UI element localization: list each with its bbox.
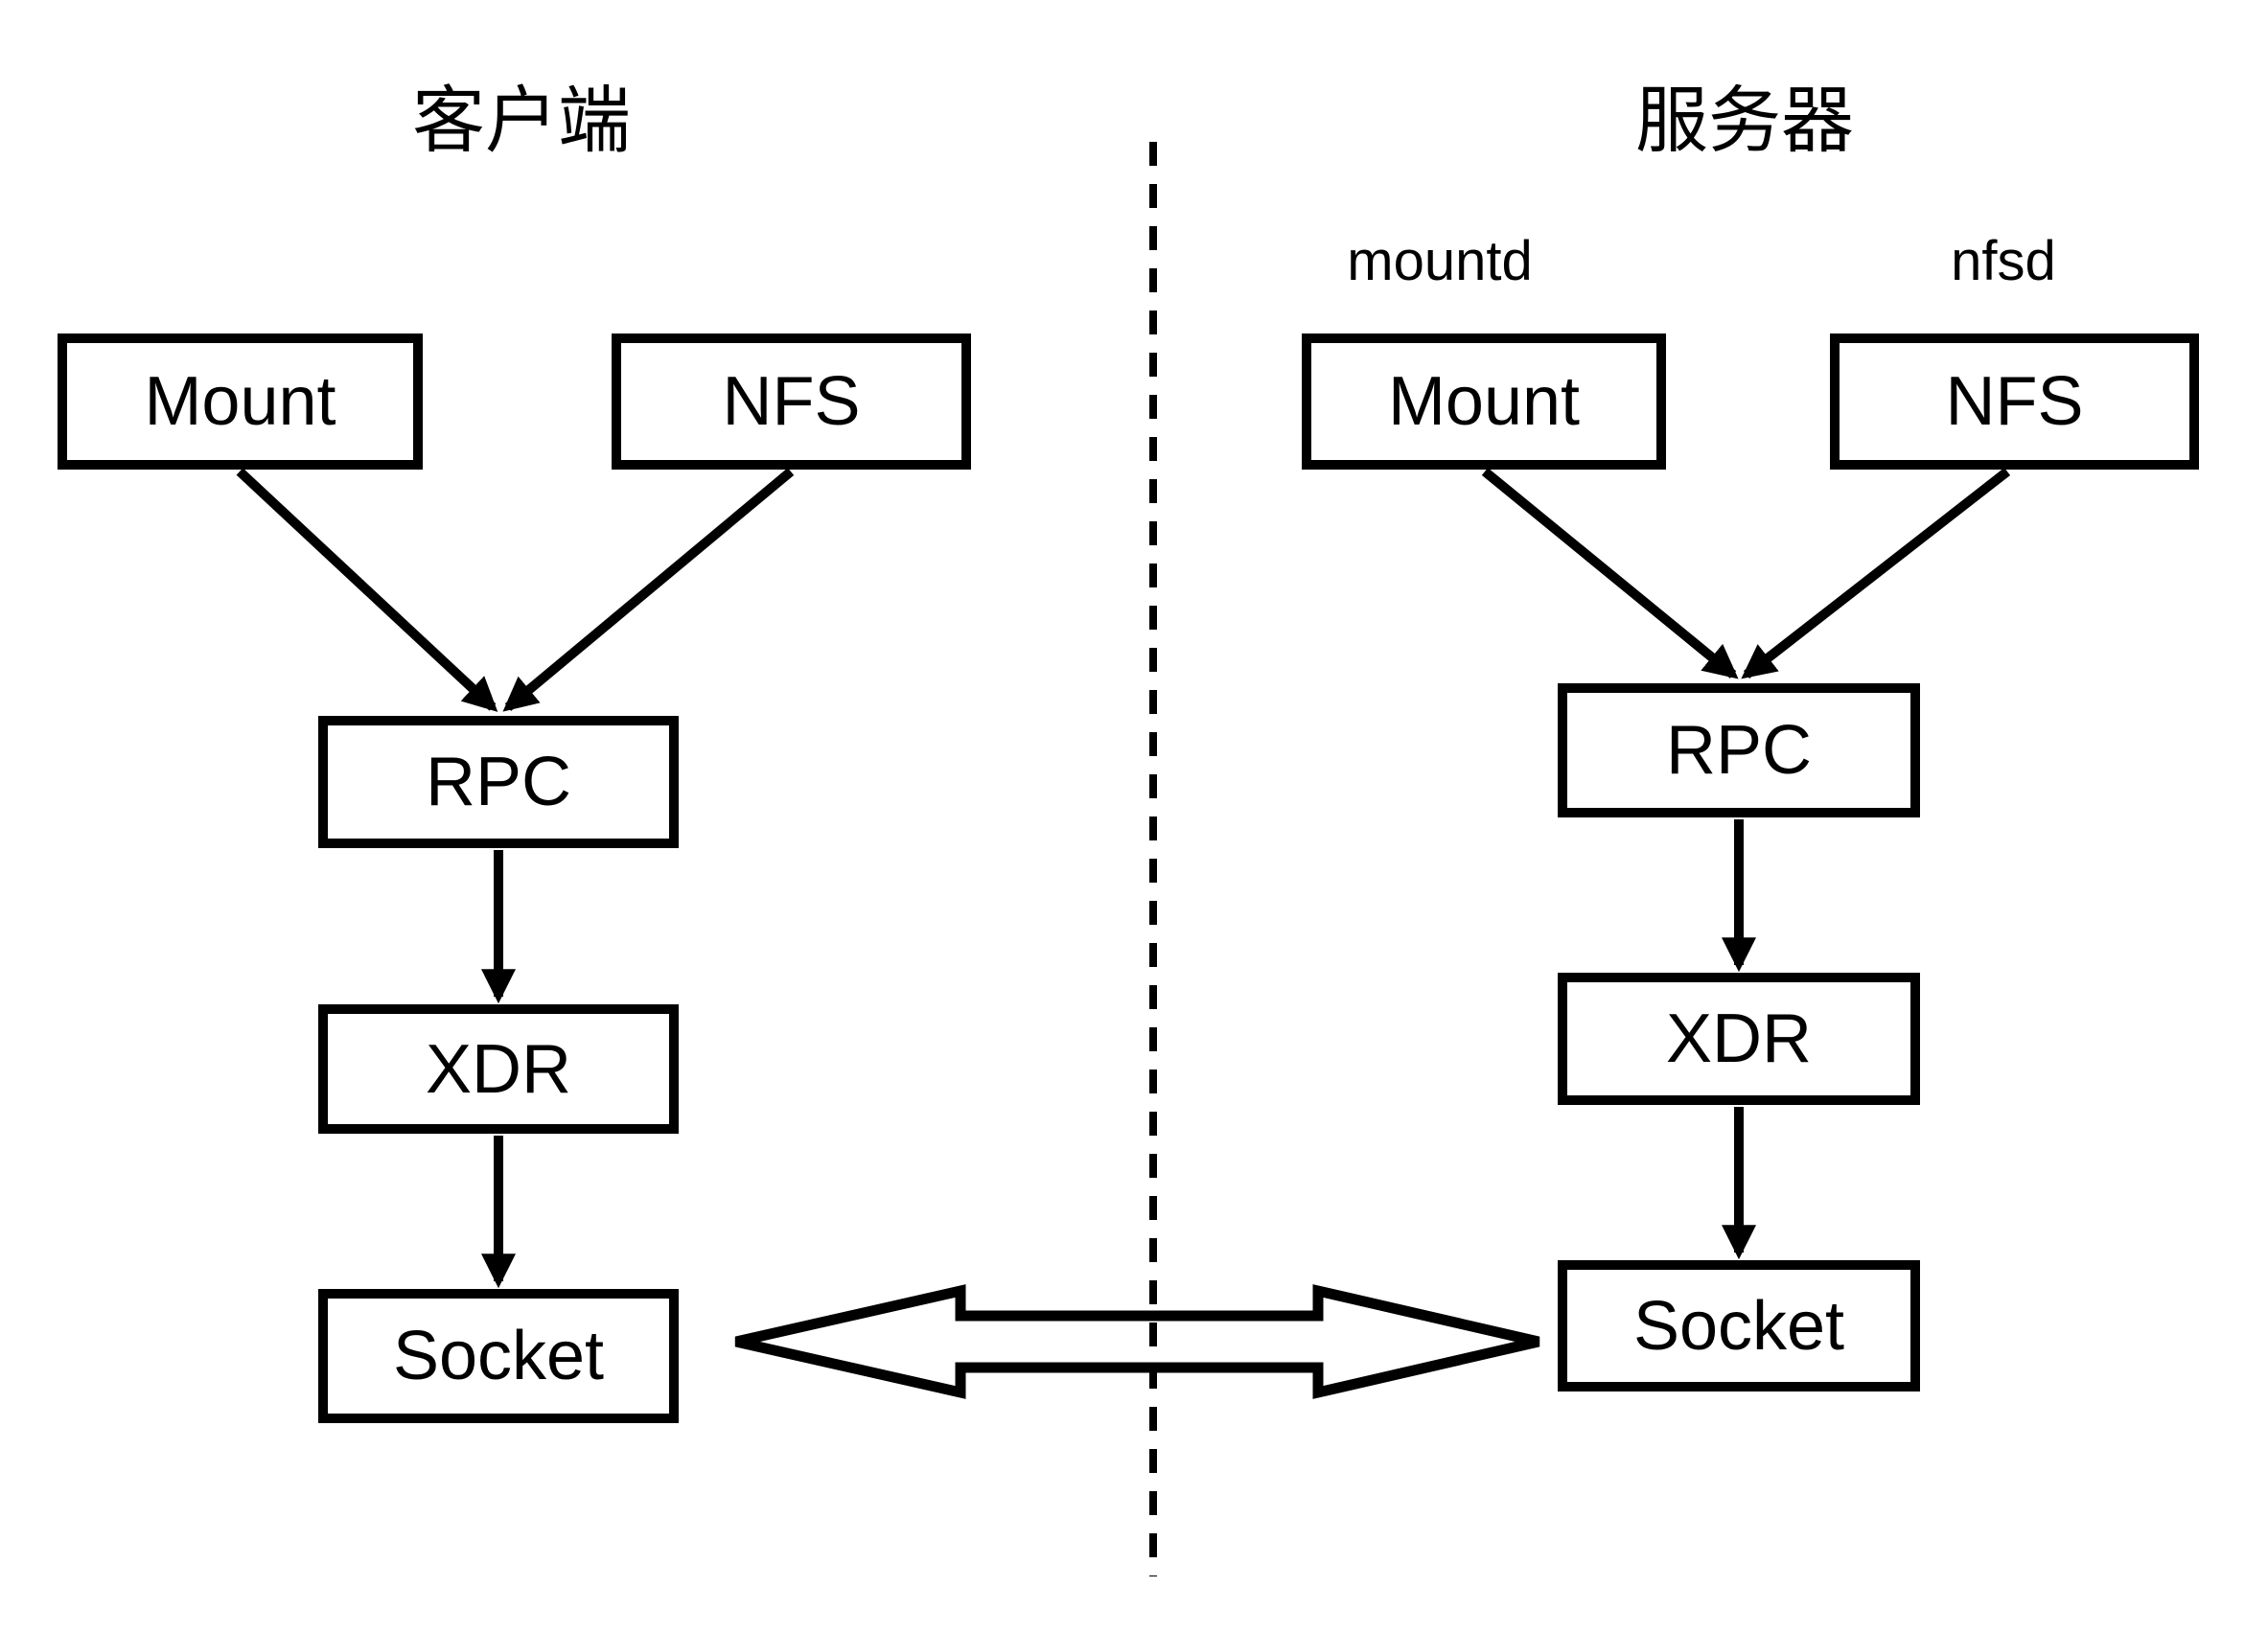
server-nfs-box: NFS [1830, 334, 2199, 470]
server-mount-label: Mount [1387, 363, 1581, 440]
client-mount-label: Mount [144, 363, 336, 440]
client-nfs-to-rpc-arrow [502, 468, 795, 712]
client-rpc-box: RPC [318, 716, 679, 848]
mountd-label: mountd [1347, 230, 1533, 292]
server-socket-label: Socket [1632, 1287, 1845, 1365]
server-nfs-to-rpc-arrow [1741, 468, 2011, 679]
client-mount-box: Mount [58, 334, 423, 470]
server-rpc-label: RPC [1665, 712, 1812, 789]
server-xdr-box: XDR [1558, 973, 1920, 1105]
client-xdr-label: XDR [425, 1030, 571, 1108]
client-mount-to-rpc-arrow [236, 468, 498, 712]
server-mount-box: Mount [1302, 334, 1666, 470]
server-title: 服务器 [1635, 80, 1854, 162]
client-xdr-box: XDR [318, 1004, 679, 1134]
socket-double-arrow-icon [734, 1284, 1540, 1399]
server-nfs-label: NFS [1945, 363, 2084, 440]
server-mount-to-rpc-arrow [1481, 468, 1739, 679]
client-socket-label: Socket [392, 1318, 605, 1394]
client-nfs-label: NFS [722, 363, 861, 440]
server-xdr-label: XDR [1665, 1000, 1812, 1077]
client-title: 客户端 [412, 80, 631, 162]
server-socket-box: Socket [1558, 1260, 1920, 1392]
nfsd-label: nfsd [1951, 230, 2056, 292]
client-rpc-label: RPC [425, 744, 571, 820]
server-rpc-box: RPC [1558, 683, 1920, 817]
client-socket-box: Socket [318, 1289, 679, 1423]
client-nfs-box: NFS [612, 334, 971, 470]
